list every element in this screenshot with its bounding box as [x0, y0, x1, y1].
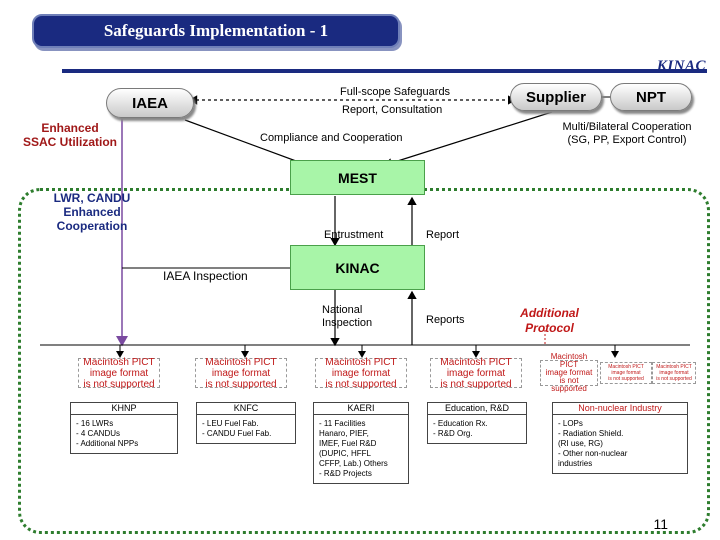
education-column: Education, R&D - Education Rx. - R&D Org…	[427, 402, 527, 444]
report-label: Report	[426, 229, 460, 241]
kinac-node: KINAC	[290, 245, 425, 290]
iaea-inspection-label: IAEA Inspection	[163, 269, 248, 283]
entrustment-label: Entrustment	[324, 229, 384, 241]
compliance-label: Compliance and Cooperation	[260, 132, 403, 144]
supplier-mest-line	[383, 111, 553, 168]
knfc-body: - LEU Fuel Fab. - CANDU Fuel Fab.	[196, 415, 296, 444]
list-item: Hanaro, PIEF,	[319, 429, 369, 438]
list-item: - R&D Org.	[433, 429, 473, 438]
additional-protocol-label: Additional Protocol	[502, 306, 597, 336]
list-item: CFFP, Lab.) Others	[319, 459, 388, 468]
full-scope-label: Full-scope Safeguards	[340, 86, 451, 98]
khnp-header: KHNP	[70, 402, 178, 415]
list-item: - R&D Projects	[319, 469, 372, 478]
national-inspection-label: National Inspection	[322, 304, 372, 330]
list-item: - Education Rx.	[433, 419, 488, 428]
list-item: - Other non-nuclear	[558, 449, 628, 458]
list-item: - CANDU Fuel Fab.	[202, 429, 272, 438]
knfc-column: KNFC - LEU Fuel Fab. - CANDU Fuel Fab.	[196, 402, 296, 444]
lwr-line-1: LWR, CANDU	[53, 191, 131, 205]
kaeri-body: - 11 Facilities Hanaro, PIEF, IMEF, Fuel…	[313, 415, 409, 484]
national-line-1: National	[322, 304, 363, 316]
header-rule	[62, 69, 707, 73]
education-header: Education, R&D	[427, 402, 527, 415]
reports-label: Reports	[426, 314, 465, 326]
multilateral-label: Multi/Bilateral Cooperation (SG, PP, Exp…	[557, 121, 697, 147]
supplier-node: Supplier	[510, 83, 602, 111]
additional-line-2: Protocol	[525, 321, 574, 335]
kinac-logo: KINAC	[656, 58, 706, 74]
list-item: - Additional NPPs	[76, 439, 139, 448]
report-consultation-label: Report, Consultation	[342, 104, 443, 116]
multilateral-line-2: (SG, PP, Export Control)	[567, 134, 687, 146]
list-item: IMEF, Fuel R&D	[319, 439, 377, 448]
enhanced-ssac-label: Enhanced SSAC Utilization	[16, 121, 124, 149]
non-nuclear-header: Non-nuclear Industry	[552, 402, 688, 415]
page-title: Safeguards Implementation - 1	[32, 14, 400, 48]
list-item: industries	[558, 459, 593, 468]
mest-node: MEST	[290, 160, 425, 195]
lwr-candu-label: LWR, CANDU Enhanced Cooperation	[44, 191, 140, 233]
education-body: - Education Rx. - R&D Org.	[427, 415, 527, 444]
khnp-column: KHNP - 16 LWRs - 4 CANDUs - Additional N…	[70, 402, 178, 454]
page-number: 11	[653, 516, 668, 532]
national-line-2: Inspection	[322, 317, 373, 329]
list-item: - 11 Facilities	[319, 419, 366, 428]
additional-line-1: Additional	[520, 306, 579, 320]
list-item: - Radiation Shield.	[558, 429, 624, 438]
enhanced-line-1: Enhanced	[41, 121, 99, 135]
list-item: - 16 LWRs	[76, 419, 114, 428]
khnp-body: - 16 LWRs - 4 CANDUs - Additional NPPs	[70, 415, 178, 454]
non-nuclear-body: - LOPs - Radiation Shield. (RI use, RG) …	[552, 415, 688, 474]
list-item: (DUPIC, HFFL	[319, 449, 371, 458]
list-item: - 4 CANDUs	[76, 429, 121, 438]
multilateral-line-1: Multi/Bilateral Cooperation	[562, 121, 692, 133]
kaeri-column: KAERI - 11 Facilities Hanaro, PIEF, IMEF…	[313, 402, 409, 484]
iaea-node: IAEA	[106, 88, 194, 118]
lwr-line-2: Enhanced	[63, 205, 121, 219]
kaeri-header: KAERI	[313, 402, 409, 415]
enhanced-line-2: SSAC Utilization	[22, 135, 117, 149]
list-item: (RI use, RG)	[558, 439, 603, 448]
list-item: - LOPs	[558, 419, 583, 428]
npt-node: NPT	[610, 83, 692, 111]
lwr-line-3: Cooperation	[56, 219, 128, 233]
list-item: - LEU Fuel Fab.	[202, 419, 259, 428]
knfc-header: KNFC	[196, 402, 296, 415]
non-nuclear-column: Non-nuclear Industry - LOPs - Radiation …	[552, 402, 688, 474]
